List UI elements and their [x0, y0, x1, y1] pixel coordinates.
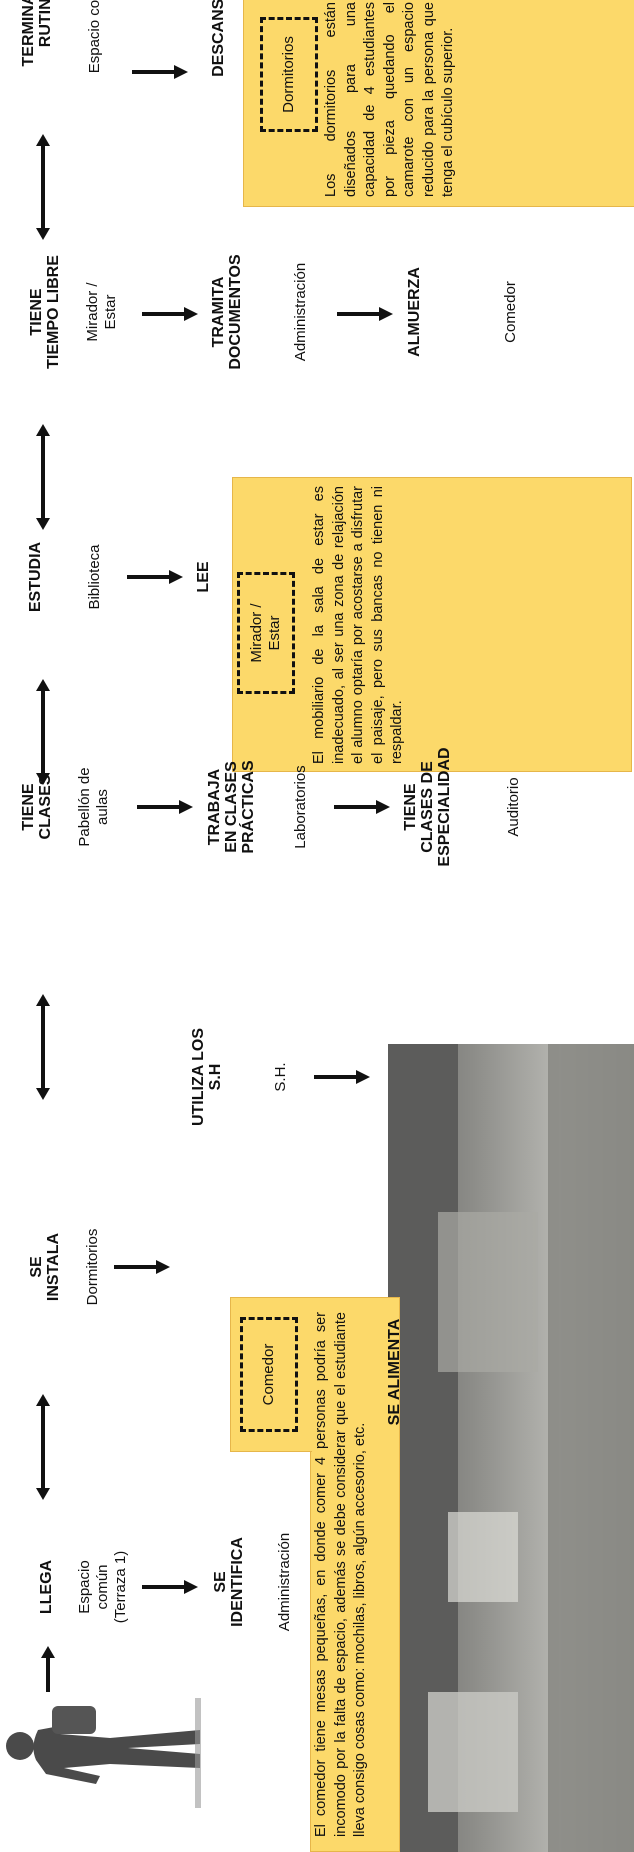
- step-se-alimenta-title: SE ALIMENTA: [386, 1318, 403, 1426]
- arrow-double-1: [36, 1394, 50, 1500]
- arrow-clases-trabaja: [137, 800, 193, 814]
- step-tiempo-libre-title: TIENE TIEMPO LIBRE: [28, 255, 62, 369]
- step-tiempo-libre-place: Mirador / Estar: [84, 282, 119, 342]
- step-descansa-title: DESCANSA: [210, 0, 227, 77]
- step-especialidad-place: Auditorio: [505, 777, 522, 837]
- dormitorios-label: Dormitorios: [260, 17, 318, 132]
- step-especialidad-title: TIENE CLASES DE ESPECIALIDAD: [402, 747, 453, 867]
- arrow-double-5: [36, 134, 50, 240]
- step-lee-title: LEE: [195, 561, 212, 593]
- arrow-llega-identifica: [142, 1580, 198, 1594]
- arrow-tramita-almuerza: [337, 307, 393, 321]
- arrow-estudia-lee: [127, 570, 183, 584]
- arrow-double-3: [36, 679, 50, 785]
- arrow-trabaja-especialidad: [334, 800, 390, 814]
- note-dormitorios-text: Los dormitorios están diseñados para una…: [323, 2, 456, 197]
- step-estudia-title: ESTUDIA: [27, 541, 44, 613]
- arrow-double-2: [36, 994, 50, 1100]
- step-estudia-place: Biblioteca: [86, 544, 103, 610]
- step-se-identifica-place: Administración: [276, 1532, 293, 1632]
- step-termina-place: Espacio común: [86, 0, 103, 74]
- step-se-identifica-title: SE IDENTIFICA: [212, 1537, 246, 1627]
- step-llega-place: Espacio común (Terraza 1): [76, 1550, 129, 1624]
- step-se-instala-place: Dormitorios: [84, 1228, 101, 1306]
- arrow-sh-alimenta: [314, 1070, 370, 1084]
- step-almuerza-place: Comedor: [502, 281, 519, 343]
- step-se-instala-title: SE INSTALA: [28, 1232, 62, 1302]
- comedor-label: Comedor: [240, 1317, 298, 1432]
- arrow-start: [41, 1646, 55, 1692]
- step-llega-title: LLEGA: [38, 1559, 55, 1615]
- note-mirador-text: El mobiliario de la sala de estar es ina…: [311, 486, 405, 764]
- note-comedor-text: El comedor tiene mesas pequeñas, en dond…: [313, 1312, 368, 1837]
- step-trabaja-place: Laboratorios: [292, 765, 309, 849]
- arrow-double-4: [36, 424, 50, 530]
- step-utiliza-sh-title: UTILIZA LOS S.H: [190, 1027, 224, 1127]
- step-tramita-title: TRAMITA DOCUMENTOS: [210, 254, 244, 370]
- step-termina-title: TERMINA SU RUTINA: [20, 0, 54, 67]
- dining-room-photo: [388, 1044, 634, 1852]
- step-trabaja-title: TRABAJA EN CLASES PRÁCTICAS: [206, 760, 257, 854]
- arrow-termina-descansa: [132, 65, 188, 79]
- step-utiliza-sh-place: S.H.: [272, 1062, 289, 1092]
- arrow-instala-sh: [114, 1260, 170, 1274]
- step-almuerza-title: ALMUERZA: [406, 267, 423, 357]
- mirador-label: Mirador / Estar: [237, 572, 295, 694]
- arrow-tiempo-tramita: [142, 307, 198, 321]
- person-silhouette-icon: [6, 1698, 201, 1808]
- step-tiene-clases-place: Pabellón de aulas: [76, 767, 111, 847]
- step-tramita-place: Administración: [292, 262, 309, 362]
